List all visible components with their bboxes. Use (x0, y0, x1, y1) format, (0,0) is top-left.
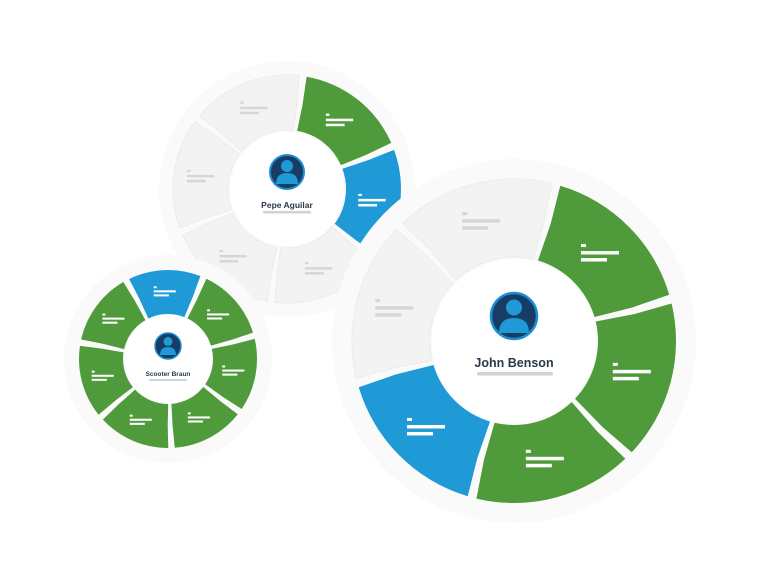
segment-placeholder-lines (207, 309, 230, 320)
wheel-scooter-braun: Scooter Braun (64, 255, 272, 463)
placeholder-line (129, 418, 152, 421)
placeholder-line (222, 373, 238, 376)
placeholder-line (580, 251, 619, 255)
placeholder-line (525, 449, 531, 453)
placeholder-line (580, 244, 586, 248)
wheel-segment-blue (129, 270, 201, 319)
placeholder-line (153, 286, 157, 289)
placeholder-line (358, 203, 377, 207)
placeholder-line (375, 313, 402, 317)
placeholder-line (612, 369, 651, 374)
placeholder-line (187, 412, 191, 415)
segment-placeholder-lines (102, 313, 125, 324)
placeholder-line (407, 417, 413, 421)
placeholder-line (153, 290, 176, 293)
segment-placeholder-lines (325, 113, 354, 127)
wheel-person-name: Scooter Braun (146, 371, 191, 378)
placeholder-line (187, 416, 210, 419)
wheel-center-disc (432, 259, 596, 423)
name-underline (149, 379, 187, 381)
wheel-segments (351, 178, 676, 503)
segment-placeholder-lines (580, 244, 619, 262)
placeholder-line (305, 262, 309, 265)
placeholder-line (129, 422, 145, 425)
placeholder-line (240, 111, 259, 115)
placeholder-line (102, 313, 106, 316)
segment-placeholder-lines (222, 365, 245, 376)
segment-placeholder-lines (407, 417, 446, 436)
placeholder-line (358, 198, 386, 202)
segment-placeholder-lines (186, 169, 215, 183)
placeholder-line (612, 376, 639, 381)
placeholder-line (325, 118, 354, 122)
placeholder-line (186, 174, 215, 178)
placeholder-line (207, 313, 230, 316)
placeholder-line (91, 374, 114, 377)
segment-placeholder-lines (153, 286, 176, 297)
placeholder-line (207, 309, 210, 312)
placeholder-line (187, 420, 203, 423)
placeholder-line (462, 219, 501, 223)
wheel-person-name: John Benson (474, 356, 553, 370)
placeholder-line (222, 369, 245, 372)
wheel-john-benson: John Benson (332, 159, 696, 523)
segment-placeholder-lines (358, 193, 386, 207)
placeholder-line (580, 258, 607, 262)
placeholder-line (325, 113, 330, 116)
wheel-segments (79, 270, 257, 449)
placeholder-line (375, 299, 381, 303)
placeholder-line (102, 321, 118, 324)
placeholder-line (407, 431, 434, 436)
placeholder-line (222, 365, 226, 368)
placeholder-line (219, 255, 247, 258)
placeholder-line (153, 294, 169, 297)
segment-placeholder-lines (462, 212, 501, 230)
wheel-person-name: Pepe Aguilar (261, 200, 313, 210)
segment-placeholder-lines (525, 449, 564, 468)
wheel-segment-blue (358, 364, 491, 497)
wheel-segment-grey (351, 229, 454, 380)
placeholder-line (407, 424, 446, 429)
placeholder-line (375, 306, 414, 310)
segment-placeholder-lines (612, 362, 651, 381)
placeholder-line (219, 249, 223, 253)
segment-placeholder-lines (91, 370, 114, 381)
wheel-segment-green (187, 278, 254, 346)
placeholder-line (186, 169, 191, 172)
placeholder-line (129, 414, 133, 417)
placeholder-line (219, 260, 239, 263)
segment-placeholder-lines (375, 299, 414, 317)
placeholder-line (462, 226, 489, 230)
avatar-icon (154, 332, 182, 360)
placeholder-line (462, 212, 468, 216)
placeholder-line (91, 378, 107, 381)
placeholder-line (207, 317, 223, 320)
placeholder-line (305, 272, 324, 275)
avatar-icon (489, 291, 539, 341)
placeholder-line (358, 193, 362, 196)
placeholder-line (91, 370, 95, 373)
segment-placeholder-lines (187, 412, 210, 423)
placeholder-line (186, 179, 206, 183)
placeholder-line (102, 317, 125, 320)
placeholder-line (325, 123, 345, 127)
wheel-segment-green (81, 282, 146, 350)
segment-placeholder-lines (240, 101, 268, 115)
placeholder-line (525, 463, 552, 468)
name-underline (477, 372, 553, 376)
wheel-segment-green (476, 402, 626, 503)
placeholder-line (525, 456, 564, 461)
name-underline (263, 211, 311, 214)
placeholder-line (305, 267, 333, 270)
placeholder-line (612, 362, 618, 366)
segment-placeholder-lines (219, 249, 247, 263)
placeholder-line (240, 106, 268, 110)
segment-placeholder-lines (305, 262, 333, 275)
segment-placeholder-lines (129, 414, 152, 425)
placeholder-line (240, 101, 244, 104)
avatar-icon (269, 154, 305, 190)
